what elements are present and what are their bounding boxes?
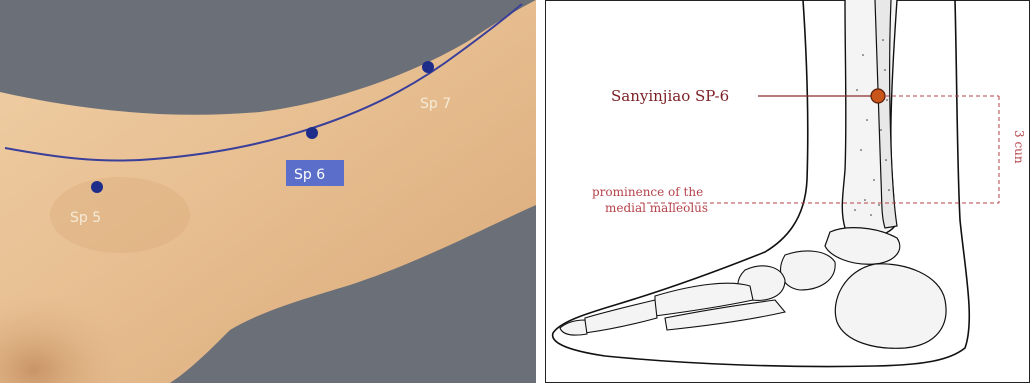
ankle-photo-panel: Sp 5 Sp 6 Sp 7	[0, 0, 536, 383]
label-sp7: Sp 7	[420, 96, 451, 112]
label-sp5: Sp 5	[70, 210, 101, 226]
point-sp7	[422, 61, 434, 73]
malleolus-label-line1: prominence of the	[592, 185, 703, 199]
point-sp6	[306, 127, 318, 139]
malleolus-label-line2: medial malleolus	[605, 201, 708, 215]
sp6-label: Sanyinjiao SP-6	[611, 87, 729, 105]
anatomy-diagram: Sanyinjiao SP-6 prominence of the medial…	[545, 0, 1030, 383]
ankle-photo: Sp 5 Sp 6 Sp 7	[0, 0, 536, 383]
measure-3-cun-label: 3 cun	[1012, 130, 1026, 164]
anatomy-diagram-panel: Sanyinjiao SP-6 prominence of the medial…	[545, 0, 1030, 383]
label-sp6: Sp 6	[294, 167, 325, 183]
point-sp5	[91, 181, 103, 193]
sp6-point-marker	[871, 89, 885, 103]
